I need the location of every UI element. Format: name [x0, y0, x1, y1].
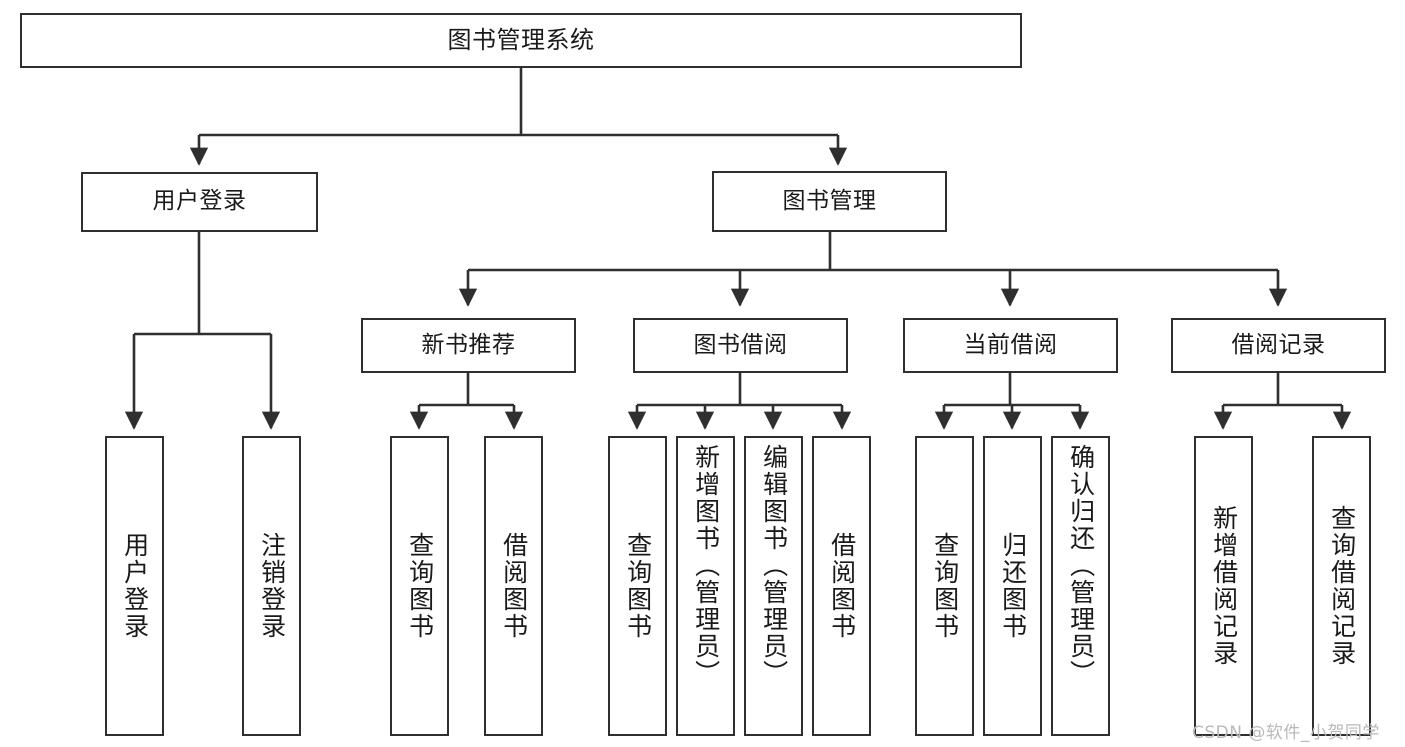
node-current-borrow[interactable]: 当前借阅 — [903, 318, 1118, 373]
node-label: 新增借阅记录 — [1209, 505, 1239, 667]
node-label: 确认归还（管理员） — [1066, 444, 1096, 687]
leaf-user-login-login[interactable]: 用户登录 — [105, 436, 164, 736]
node-label: 用户登录 — [152, 188, 247, 215]
leaf-user-login-logout[interactable]: 注销登录 — [242, 436, 301, 736]
leaf-record-add-record[interactable]: 新增借阅记录 — [1194, 436, 1253, 736]
leaf-borrow-query-book[interactable]: 查询图书 — [608, 436, 667, 736]
leaf-recommend-borrow-book[interactable]: 借阅图书 — [484, 436, 543, 736]
node-book-management[interactable]: 图书管理 — [712, 171, 947, 232]
node-label: 借阅图书 — [827, 532, 857, 640]
node-label: 注销登录 — [257, 532, 287, 640]
leaf-current-query-book[interactable]: 查询图书 — [915, 436, 974, 736]
node-label: 新增图书（管理员） — [691, 444, 721, 687]
leaf-current-return-book[interactable]: 归还图书 — [983, 436, 1042, 736]
node-label: 查询借阅记录 — [1327, 505, 1357, 667]
node-label: 当前借阅 — [963, 331, 1058, 358]
node-label: 编辑图书（管理员） — [759, 444, 789, 687]
node-label: 新书推荐 — [421, 331, 516, 358]
leaf-recommend-query-book[interactable]: 查询图书 — [390, 436, 449, 736]
leaf-current-confirm-return-admin[interactable]: 确认归还（管理员） — [1051, 436, 1110, 736]
leaf-borrow-edit-book-admin[interactable]: 编辑图书（管理员） — [744, 436, 803, 736]
node-label: 图书管理系统 — [447, 26, 595, 55]
node-label: 查询图书 — [930, 532, 960, 640]
leaf-borrow-borrow-book[interactable]: 借阅图书 — [812, 436, 871, 736]
node-label: 查询图书 — [405, 532, 435, 640]
node-user-login[interactable]: 用户登录 — [81, 172, 318, 232]
node-label: 图书借阅 — [693, 331, 788, 358]
node-borrow-record[interactable]: 借阅记录 — [1171, 318, 1386, 373]
node-book-borrow[interactable]: 图书借阅 — [633, 318, 848, 373]
node-label: 图书管理 — [782, 187, 877, 214]
leaf-borrow-add-book-admin[interactable]: 新增图书（管理员） — [676, 436, 735, 736]
node-label: 用户登录 — [120, 532, 150, 640]
csdn-watermark: CSDN @软件_小贺同学 — [1192, 723, 1380, 743]
node-label: 借阅图书 — [499, 532, 529, 640]
node-label: 归还图书 — [998, 532, 1028, 640]
leaf-record-query-record[interactable]: 查询借阅记录 — [1312, 436, 1371, 736]
node-new-book-recommend[interactable]: 新书推荐 — [361, 318, 576, 373]
node-label: 借阅记录 — [1231, 331, 1326, 358]
node-root-system[interactable]: 图书管理系统 — [20, 13, 1022, 68]
node-label: 查询图书 — [623, 532, 653, 640]
